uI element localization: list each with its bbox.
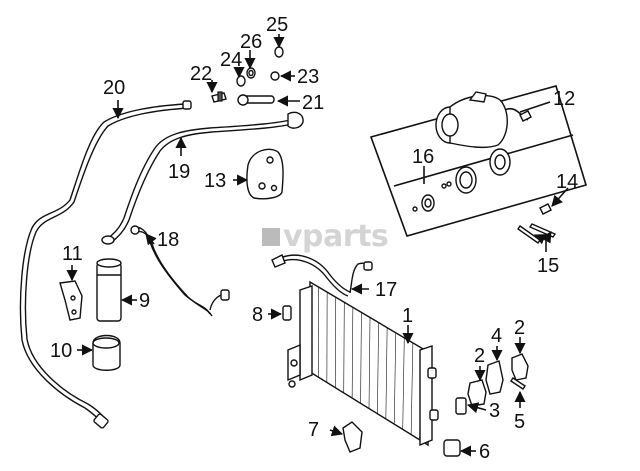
- bracket-4[interactable]: [485, 360, 504, 395]
- callout-14: 14: [556, 171, 578, 193]
- callout-6: 6: [479, 441, 490, 463]
- callout-23: 23: [297, 66, 319, 88]
- fitting-8[interactable]: [282, 305, 292, 321]
- compressor-12[interactable]: [435, 91, 532, 149]
- hose-20[interactable]: [19, 100, 192, 429]
- watermark: vparts: [262, 219, 389, 254]
- callout-20: 20: [103, 77, 125, 99]
- callout-labels: 20 19 21 22 24 26 25 23 13 12 16 14 15 1…: [50, 14, 578, 463]
- bracket-10[interactable]: [92, 334, 121, 371]
- bracket-7[interactable]: [342, 421, 363, 453]
- callout-4: 4: [491, 325, 502, 347]
- callout-21: 21: [302, 92, 324, 114]
- oring-23[interactable]: [270, 71, 280, 81]
- condenser-fin: [360, 312, 362, 404]
- bracket-11[interactable]: [59, 280, 83, 321]
- callout-9: 9: [139, 290, 150, 312]
- bracket-2a[interactable]: [467, 379, 487, 407]
- fitting-21[interactable]: [237, 94, 275, 106]
- callout-13: 13: [204, 170, 226, 192]
- switch-3[interactable]: [455, 397, 467, 415]
- hose-19[interactable]: [101, 111, 304, 245]
- condenser-1[interactable]: [287, 280, 439, 447]
- condenser-fin: [385, 327, 388, 419]
- callout-18: 18: [157, 229, 179, 251]
- callout-16: 16: [412, 146, 434, 168]
- bolt-5[interactable]: [510, 377, 526, 390]
- callout-26: 26: [240, 31, 262, 53]
- condenser-fin: [410, 342, 414, 435]
- bracket-13[interactable]: [246, 148, 284, 200]
- bracket-2b[interactable]: [511, 353, 529, 381]
- callout-2a: 2: [474, 345, 485, 367]
- oring-24[interactable]: [236, 75, 246, 87]
- cap-25[interactable]: [274, 46, 284, 58]
- callout-10: 10: [50, 340, 72, 362]
- fitting-22[interactable]: [211, 91, 227, 103]
- leader-lines: [66, 34, 569, 457]
- clutch-16[interactable]: [412, 148, 511, 212]
- watermark-text: vparts: [283, 219, 388, 254]
- callout-2b: 2: [514, 317, 525, 339]
- callout-24: 24: [220, 49, 242, 71]
- condenser-fin: [377, 322, 379, 414]
- condenser-fin: [351, 307, 354, 399]
- callout-5: 5: [514, 411, 525, 433]
- callout-11: 11: [62, 243, 83, 265]
- callout-15: 15: [537, 255, 559, 277]
- callout-3: 3: [489, 400, 500, 422]
- valve-26[interactable]: [246, 67, 256, 79]
- condenser-fin: [402, 337, 405, 430]
- callout-22: 22: [190, 63, 212, 85]
- bolt-14[interactable]: [539, 203, 552, 215]
- hose-17[interactable]: [271, 254, 373, 297]
- condenser-fin: [368, 317, 371, 409]
- callout-25: 25: [266, 14, 288, 36]
- callout-17: 17: [375, 279, 397, 301]
- part-6[interactable]: [443, 439, 461, 457]
- callout-1: 1: [402, 305, 413, 327]
- condenser-fin: [343, 302, 345, 393]
- condenser-fin: [393, 332, 397, 425]
- receiver-drier-9[interactable]: [96, 258, 122, 322]
- callout-12: 12: [553, 88, 575, 110]
- callout-19: 19: [168, 161, 190, 183]
- callout-7: 7: [308, 419, 319, 441]
- callout-8: 8: [252, 304, 263, 326]
